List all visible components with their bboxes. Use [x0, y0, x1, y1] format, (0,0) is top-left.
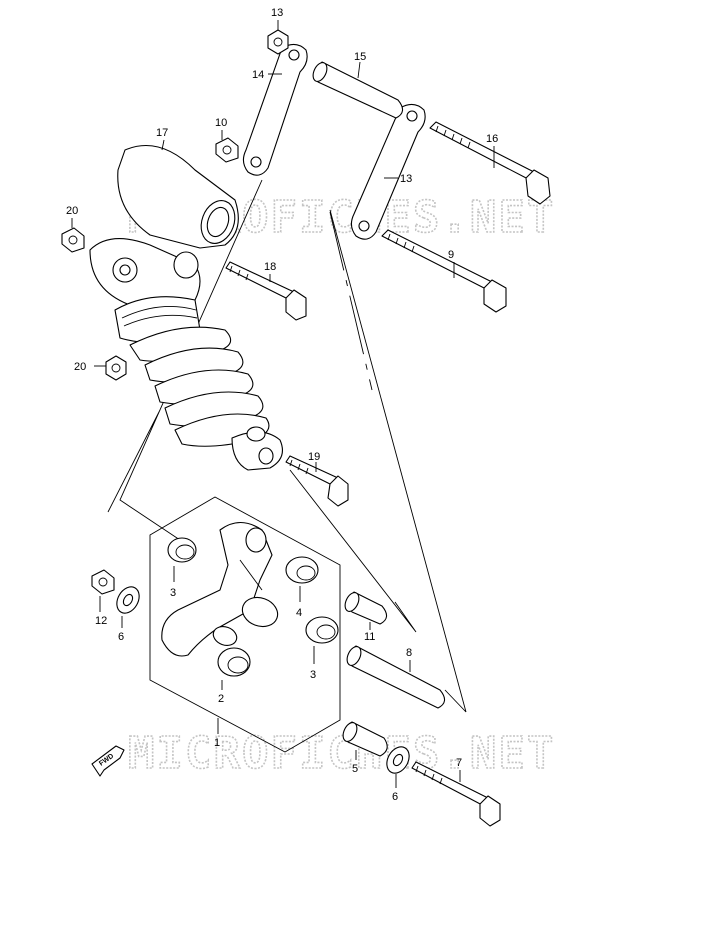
callout-8: 12	[95, 615, 107, 627]
callout-1: 1	[214, 737, 220, 749]
shock-group-outline	[107, 179, 467, 713]
spacer-12	[344, 591, 388, 625]
callout-4: 4	[296, 607, 302, 619]
callout-2: 2	[218, 693, 224, 705]
callout-13-right: 13	[400, 173, 412, 185]
cushion-lever	[161, 521, 279, 657]
rear-shock-absorber	[89, 144, 283, 471]
callout-20-bottom: 20	[74, 361, 86, 373]
spacer-5	[342, 721, 388, 757]
callout-9: 8	[406, 647, 412, 659]
callout-6-right: 6	[392, 791, 398, 803]
callout-labels: 13 14 15 16 13 9 18 19 10 17 20 20 3 4 3…	[66, 7, 498, 803]
bearing-3-top	[167, 537, 197, 563]
bearing-4	[285, 556, 319, 584]
link-group-line	[329, 211, 373, 391]
callout-20-top: 20	[66, 205, 78, 217]
nut-11	[215, 137, 239, 163]
bolt-10	[381, 229, 507, 313]
callout-18: 18	[264, 261, 276, 273]
nut-20-top	[61, 227, 85, 253]
bolt-18	[225, 261, 307, 321]
cushion-rod-left	[242, 43, 308, 176]
nut-8	[91, 569, 115, 595]
bolt-15	[429, 121, 551, 205]
callout-16: 13	[271, 7, 283, 19]
watermark-bottom: MICROFICHES.NET	[128, 728, 555, 779]
washer-6-right	[386, 746, 410, 774]
callout-3-bottom: 3	[310, 669, 316, 681]
bolt-19	[285, 455, 349, 507]
callout-19: 19	[308, 451, 320, 463]
spacer-14	[312, 61, 404, 119]
callout-7: 7	[456, 757, 462, 769]
collar-9	[346, 645, 446, 709]
leader-lines	[71, 20, 495, 788]
callout-11: 10	[215, 117, 227, 129]
cushion-rod-right	[350, 103, 426, 240]
washer-6-left	[116, 586, 140, 614]
callout-13-left: 14	[252, 69, 264, 81]
bearing-3-bottom	[305, 616, 339, 644]
callout-14: 15	[354, 51, 366, 63]
nut-20-bottom	[105, 355, 127, 381]
nut-16	[267, 29, 289, 55]
callout-10: 9	[448, 249, 454, 261]
forward-arrow: FWD	[91, 745, 125, 777]
callout-6-left: 6	[118, 631, 124, 643]
callout-12: 11	[364, 631, 375, 643]
callout-3-top: 3	[170, 587, 176, 599]
callout-5: 5	[352, 763, 358, 775]
callout-17: 17	[156, 127, 168, 139]
bearing-2	[217, 647, 251, 677]
bolt-7	[411, 761, 501, 827]
callout-15: 16	[486, 133, 498, 145]
lever-assembly-box	[149, 496, 341, 753]
